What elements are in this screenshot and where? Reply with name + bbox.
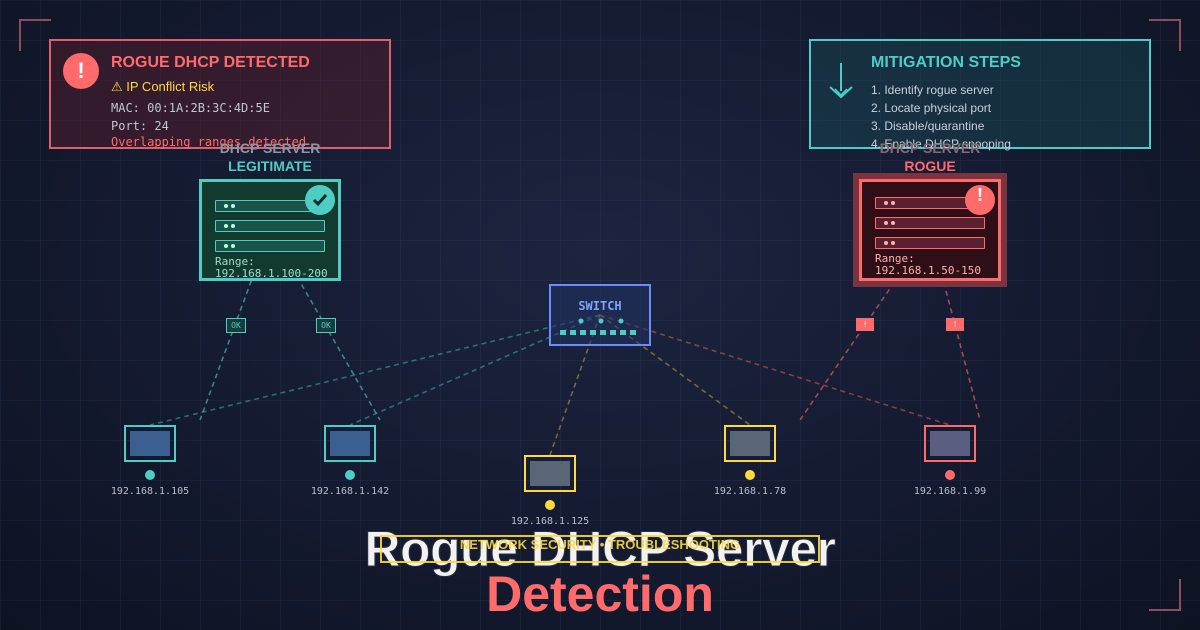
link-status-bad: ! — [946, 318, 964, 331]
mitigation-step: 2. Locate physical port — [871, 101, 992, 115]
client-status-dot — [145, 470, 155, 480]
checkmark-icon — [305, 185, 335, 215]
link-status-ok: OK — [226, 318, 246, 333]
switch-label: SWITCH — [578, 299, 622, 313]
rogue-server-label: ROGUE — [904, 158, 956, 174]
switch-ports — [560, 318, 636, 335]
legit-server-heading: DHCP SERVER — [219, 140, 321, 156]
rogue-alert-panel: ! ROGUE DHCP DETECTED ⚠ IP Conflict Risk… — [49, 39, 391, 149]
alert-port: Port: 24 — [111, 119, 169, 133]
client-ip: 192.168.1.142 — [310, 486, 390, 497]
alert-mac: MAC: 00:1A:2B:3C:4D:5E — [111, 101, 270, 115]
server-rack-unit — [875, 217, 985, 229]
corner-bracket-top-right — [1149, 19, 1181, 51]
network-link — [599, 314, 951, 426]
client-screen — [530, 461, 570, 486]
page-title-line1: Rogue DHCP Server — [364, 521, 837, 578]
anchor-icon — [829, 63, 853, 99]
alert-note: Overlapping ranges detected — [111, 135, 307, 149]
client-status-dot — [745, 470, 755, 480]
mitigation-step: 3. Disable/quarantine — [871, 119, 985, 133]
mitigation-panel: MITIGATION STEPS 1. Identify rogue serve… — [809, 39, 1151, 151]
client-ip: 192.168.1.125 — [510, 516, 590, 527]
page-subtitle: NETWORK SECURITY • TROUBLESHOOTING — [380, 535, 820, 563]
legit-server-label: LEGITIMATE — [228, 158, 312, 174]
page-title-line2: Detection — [486, 566, 714, 622]
legit-server-range: Range: 192.168.1.100-200 — [215, 255, 328, 280]
client-screen — [930, 431, 970, 456]
mitigation-title: MITIGATION STEPS — [871, 54, 1021, 71]
mitigation-step: 1. Identify rogue server — [871, 83, 994, 97]
alert-subtitle: ⚠ IP Conflict Risk — [111, 79, 215, 94]
server-rack-unit — [215, 220, 325, 232]
link-status-ok: OK — [316, 318, 336, 333]
legit-dhcp-server: Range: 192.168.1.100-200 — [199, 179, 341, 281]
network-link — [149, 314, 601, 426]
client-status-dot — [545, 500, 555, 510]
rogue-dhcp-server: ! Range: 192.168.1.50-150 — [853, 173, 1007, 287]
exclamation-icon: ! — [965, 185, 995, 215]
client-ip: 192.168.1.105 — [110, 486, 190, 497]
client-computer — [324, 425, 376, 462]
client-computer — [124, 425, 176, 462]
server-rack-unit — [215, 240, 325, 252]
client-status-dot — [345, 470, 355, 480]
client-screen — [730, 431, 770, 456]
client-computer — [924, 425, 976, 462]
network-link — [929, 229, 981, 421]
alert-title: ROGUE DHCP DETECTED — [111, 54, 310, 71]
mitigation-steps: 1. Identify rogue server 2. Locate physi… — [871, 81, 1011, 153]
exclamation-icon: ! — [63, 53, 99, 89]
network-link — [549, 314, 601, 456]
corner-bracket-bottom-right — [1149, 579, 1181, 611]
client-computer — [524, 455, 576, 492]
server-rack-unit — [875, 197, 985, 209]
network-switch: SWITCH — [549, 284, 651, 346]
client-ip: 192.168.1.78 — [713, 486, 787, 497]
client-ip: 192.168.1.99 — [913, 486, 987, 497]
server-rack-unit — [875, 237, 985, 249]
link-status-bad: ! — [856, 318, 874, 331]
rogue-server-range: Range: 192.168.1.50-150 — [875, 252, 981, 277]
mitigation-step: 4. Enable DHCP snooping — [871, 137, 1011, 151]
client-screen — [330, 431, 370, 456]
rogue-server-heading: DHCP SERVER — [879, 140, 981, 156]
client-computer — [724, 425, 776, 462]
corner-bracket-top-left — [19, 19, 51, 51]
client-screen — [130, 431, 170, 456]
client-status-dot — [945, 470, 955, 480]
